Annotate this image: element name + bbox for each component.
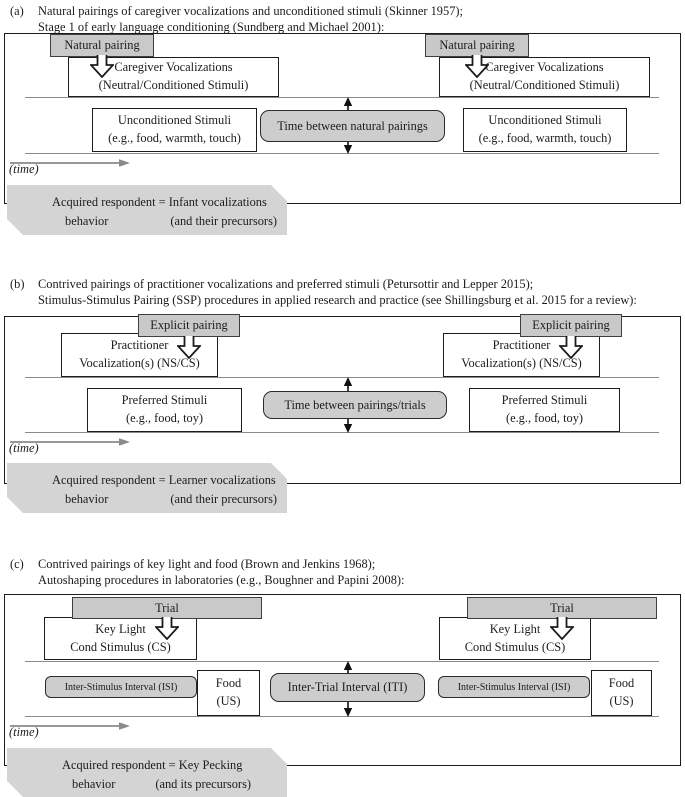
panel-c-label: (c) — [10, 557, 24, 571]
panel-a-pairing-box-right: Natural pairing — [425, 34, 529, 57]
panel-c-time-label: (time) — [9, 725, 39, 739]
panel-c-acquired-callout: Acquired respondent = Key Pecking behavi… — [7, 748, 287, 797]
panel-c-timeline-upper — [25, 661, 659, 662]
panel-b-cs-box-right: Practitioner Vocalization(s) (NS/CS) — [443, 333, 600, 377]
panel-c-food-box-right: Food (US) — [591, 670, 652, 716]
panel-c-title-line2: Autoshaping procedures in laboratories (… — [38, 573, 405, 587]
panel-a-interval-box: Time between natural pairings — [260, 110, 445, 142]
panel-c-trial-box-right: Trial — [467, 597, 657, 619]
panel-a-acquired-callout: Acquired respondent = Infant vocalizatio… — [7, 185, 287, 235]
panel-c-isi-box-right: Inter-Stimulus Interval (ISI) — [438, 676, 590, 698]
block-down-arrow-icon — [88, 55, 116, 83]
panel-c-trial-box-left: Trial — [72, 597, 262, 619]
panel-a-frame — [4, 33, 681, 204]
time-arrow-icon — [10, 718, 130, 736]
panel-c-isi-box-left: Inter-Stimulus Interval (ISI) — [45, 676, 197, 698]
panel-a-time-label: (time) — [9, 162, 39, 176]
panel-c-frame — [4, 594, 681, 766]
panel-a-title-line2: Stage 1 of early language conditioning (… — [38, 20, 385, 34]
panel-b-time-label: (time) — [9, 441, 39, 455]
panel-b-pairing-box-right: Explicit pairing — [520, 314, 622, 337]
panel-b-us-box-right: Preferred Stimuli (e.g., food, toy) — [469, 388, 620, 432]
panel-c-interval-box: Inter-Trial Interval (ITI) — [270, 673, 425, 702]
panel-c-timeline-lower — [25, 716, 659, 717]
block-down-arrow-icon — [463, 55, 491, 83]
panel-a-label: (a) — [10, 4, 24, 18]
time-arrow-icon — [10, 434, 130, 452]
panel-b-acquired-callout: Acquired respondent = Learner vocalizati… — [7, 463, 287, 513]
panel-b-pairing-box-left: Explicit pairing — [138, 314, 240, 337]
panel-b-timeline-upper — [25, 377, 659, 378]
panel-c-title-line1: Contrived pairings of key light and food… — [38, 557, 376, 571]
block-down-arrow-icon — [557, 336, 585, 364]
time-arrow-icon — [10, 155, 130, 173]
panel-b-interval-box: Time between pairings/trials — [263, 391, 447, 419]
panel-c-food-box-left: Food (US) — [197, 670, 260, 716]
panel-a-timeline-lower — [25, 153, 659, 154]
panel-a-timeline-upper — [25, 97, 659, 98]
panel-b-us-box-left: Preferred Stimuli (e.g., food, toy) — [87, 388, 242, 432]
panel-c-cs-box-left: Key Light Cond Stimulus (CS) — [44, 617, 197, 660]
panel-b-timeline-lower — [25, 432, 659, 433]
panel-a-pairing-box-left: Natural pairing — [50, 34, 154, 57]
block-down-arrow-icon — [548, 617, 576, 645]
block-down-arrow-icon — [153, 617, 181, 645]
block-down-arrow-icon — [175, 336, 203, 364]
panel-a-us-box-left: Unconditioned Stimuli (e.g., food, warmt… — [92, 108, 257, 152]
panel-a-title-line1: Natural pairings of caregiver vocalizati… — [38, 4, 463, 18]
panel-a-us-box-right: Unconditioned Stimuli (e.g., food, warmt… — [463, 108, 627, 152]
panel-b-frame — [4, 316, 681, 484]
panel-b-title-line1: Contrived pairings of practitioner vocal… — [38, 277, 534, 291]
panel-b-label: (b) — [10, 277, 25, 291]
panel-b-title-line2: Stimulus-Stimulus Pairing (SSP) procedur… — [38, 293, 637, 307]
